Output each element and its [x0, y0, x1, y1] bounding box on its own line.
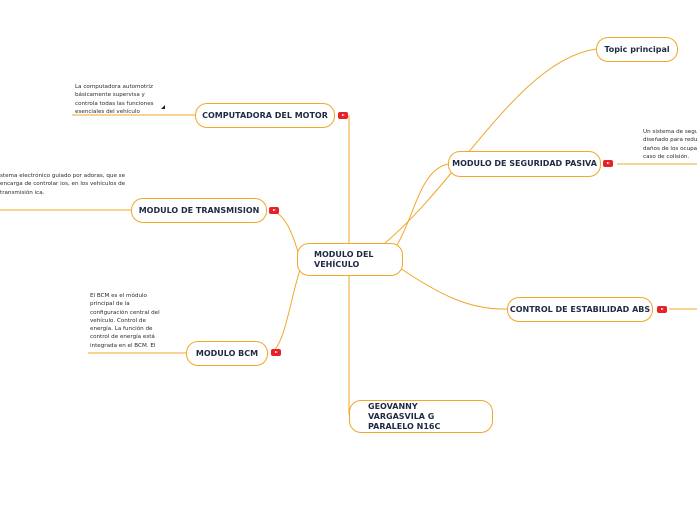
- link-topic: [384, 48, 597, 244]
- node-abs-label: CONTROL DE ESTABILIDAD ABS: [509, 304, 651, 314]
- node-topic-principal[interactable]: Topic principal: [596, 37, 678, 62]
- node-bcm[interactable]: MODULO BCM: [186, 341, 268, 366]
- note-bcm: El BCM es el módulo principal de la conf…: [90, 293, 160, 349]
- youtube-icon[interactable]: [603, 160, 613, 167]
- central-topic-label: MODULO DEL VEHÍCULO: [314, 249, 374, 269]
- note-collapse-icon[interactable]: [161, 105, 165, 109]
- node-topic-principal-label: Topic principal: [604, 44, 670, 54]
- node-computadora-motor-label: COMPUTADORA DEL MOTOR: [202, 110, 328, 120]
- node-transmision-label: MODULO DE TRANSMISION: [138, 205, 260, 215]
- link-seguridad: [396, 163, 449, 246]
- youtube-icon[interactable]: [271, 349, 281, 356]
- youtube-icon[interactable]: [657, 306, 667, 313]
- note-computadora-motor: La computadora automotriz básicamente su…: [75, 84, 154, 113]
- node-abs[interactable]: CONTROL DE ESTABILIDAD ABS: [507, 297, 653, 322]
- link-bcm: [270, 269, 301, 354]
- node-author[interactable]: GEOVANNY VARGASVILA G PARALELO N16C: [349, 400, 493, 433]
- node-seguridad-pasiva-label: MODULO DE SEGURIDAD PASIVA: [452, 159, 597, 168]
- link-abs: [399, 267, 508, 310]
- node-computadora-motor[interactable]: COMPUTADORA DEL MOTOR: [195, 103, 335, 128]
- youtube-icon[interactable]: [269, 207, 279, 214]
- link-transmision: [268, 209, 299, 253]
- youtube-icon[interactable]: [338, 112, 348, 119]
- central-topic[interactable]: MODULO DEL VEHÍCULO: [297, 243, 403, 276]
- node-seguridad-pasiva[interactable]: MODULO DE SEGURIDAD PASIVA: [448, 151, 601, 177]
- node-bcm-label: MODULO BCM: [195, 348, 259, 358]
- node-transmision[interactable]: MODULO DE TRANSMISION: [131, 198, 267, 223]
- node-author-label: GEOVANNY VARGASVILA G PARALELO N16C: [368, 401, 441, 431]
- note-transmision: stema electrónico guiado por adoras, que…: [0, 173, 126, 196]
